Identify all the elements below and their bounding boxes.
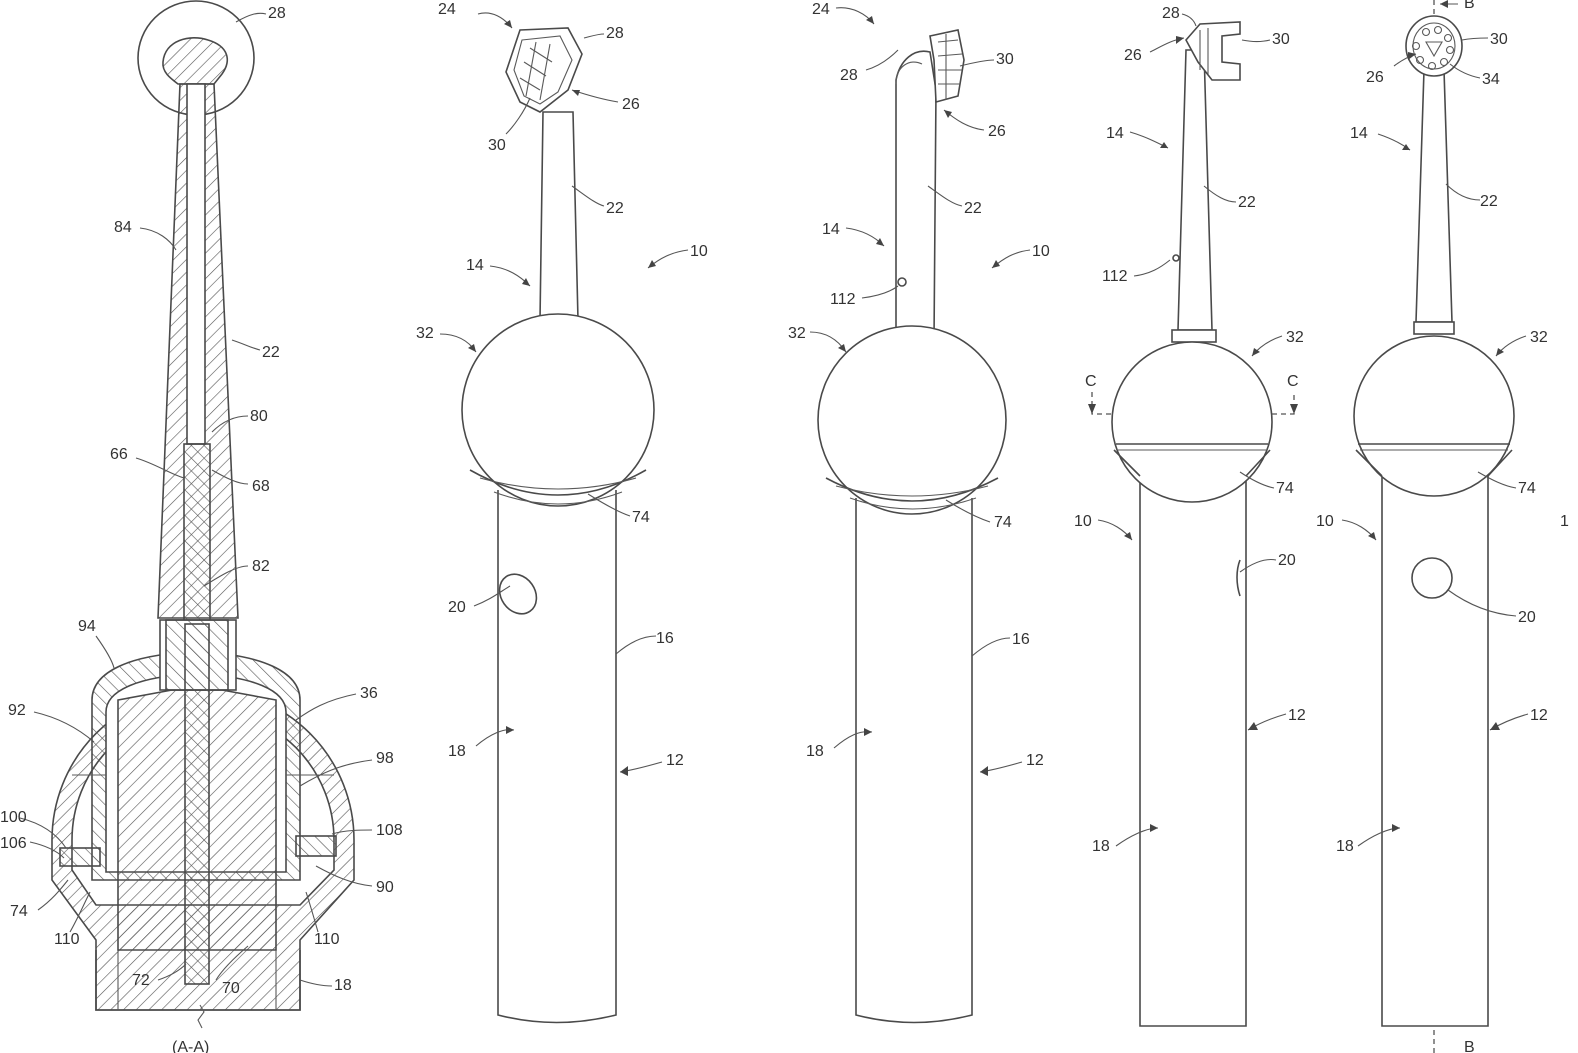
label-26: 26: [988, 123, 1006, 140]
label-74: 74: [632, 509, 650, 526]
label-112: 112: [1102, 268, 1128, 285]
label-26: 26: [622, 96, 640, 113]
label-98: 98: [376, 750, 394, 767]
label-12: 12: [666, 752, 684, 769]
label-30: 30: [996, 51, 1014, 68]
label-30: 30: [1272, 31, 1290, 48]
label-30: 30: [488, 137, 506, 154]
label-28: 28: [1162, 5, 1180, 22]
label-22: 22: [606, 200, 624, 217]
label-70: 70: [222, 980, 240, 997]
label-36: 36: [360, 685, 378, 702]
section-caption: (A-A): [172, 1039, 209, 1053]
label-14: 14: [822, 221, 840, 238]
label-16: 16: [1012, 631, 1030, 648]
label-22: 22: [964, 200, 982, 217]
label-28: 28: [268, 5, 286, 22]
label-66: 66: [110, 446, 128, 463]
label-18: 18: [448, 743, 466, 760]
toothbrush-view-3: 24 30 28 26 22 14 10 112 32 74 16 18 12: [788, 1, 1050, 1024]
label-20: 20: [448, 599, 466, 616]
label-74: 74: [1276, 480, 1294, 497]
label-22: 22: [1238, 194, 1256, 211]
label-22: 22: [262, 344, 280, 361]
label-32: 32: [416, 325, 434, 342]
label-110-right: 110: [314, 931, 340, 948]
label-12: 12: [1530, 707, 1548, 724]
toothbrush-view-5: B 30 26 34 14 22 32 74 10 1 20 12 18 B: [1316, 0, 1569, 1053]
label-110-left: 110: [54, 931, 80, 948]
label-28: 28: [606, 25, 624, 42]
label-B-bottom: B: [1464, 1039, 1475, 1053]
label-112: 112: [830, 291, 856, 308]
label-16: 16: [656, 630, 674, 647]
label-10: 10: [1032, 243, 1050, 260]
label-24: 24: [812, 1, 830, 18]
label-10: 10: [690, 243, 708, 260]
label-28: 28: [840, 67, 858, 84]
toothbrush-view-2: 24 28 26 30 22 10 14 32 74 20 16 18 12: [416, 1, 708, 1024]
label-32: 32: [788, 325, 806, 342]
label-14: 14: [1350, 125, 1368, 142]
label-10: 10: [1316, 513, 1334, 530]
label-22: 22: [1480, 193, 1498, 210]
label-108: 108: [376, 822, 403, 839]
label-C-left: C: [1085, 373, 1097, 390]
label-20: 20: [1518, 609, 1536, 626]
label-14: 14: [466, 257, 484, 274]
label-68: 68: [252, 478, 270, 495]
label-34: 34: [1482, 71, 1500, 88]
label-32: 32: [1286, 329, 1304, 346]
label-18: 18: [1092, 838, 1110, 855]
label-84: 84: [114, 219, 132, 236]
label-92: 92: [8, 702, 26, 719]
label-12: 12: [1288, 707, 1306, 724]
label-18: 18: [334, 977, 352, 994]
label-26: 26: [1366, 69, 1384, 86]
label-1: 1: [1560, 513, 1569, 530]
section-view: 28 84 22 80 66 68 82 94 36 92 98 100 108…: [0, 0, 403, 1053]
toothbrush-view-4: 28 30 26 14 22 112 32 C C 74 10 20 12 18: [1074, 5, 1306, 1027]
label-74: 74: [1518, 480, 1536, 497]
label-80: 80: [250, 408, 268, 425]
label-20: 20: [1278, 552, 1296, 569]
label-12: 12: [1026, 752, 1044, 769]
label-18: 18: [806, 743, 824, 760]
label-90: 90: [376, 879, 394, 896]
label-72: 72: [132, 972, 150, 989]
label-24: 24: [438, 1, 456, 18]
label-74: 74: [10, 903, 28, 920]
label-74: 74: [994, 514, 1012, 531]
label-18: 18: [1336, 838, 1354, 855]
label-26: 26: [1124, 47, 1142, 64]
label-B-top: B: [1464, 0, 1475, 12]
label-C-right: C: [1287, 373, 1299, 390]
label-82: 82: [252, 558, 270, 575]
label-32: 32: [1530, 329, 1548, 346]
label-14: 14: [1106, 125, 1124, 142]
label-30: 30: [1490, 31, 1508, 48]
label-94: 94: [78, 618, 96, 635]
label-106: 106: [0, 835, 27, 852]
label-100: 100: [0, 809, 27, 826]
label-10: 10: [1074, 513, 1092, 530]
